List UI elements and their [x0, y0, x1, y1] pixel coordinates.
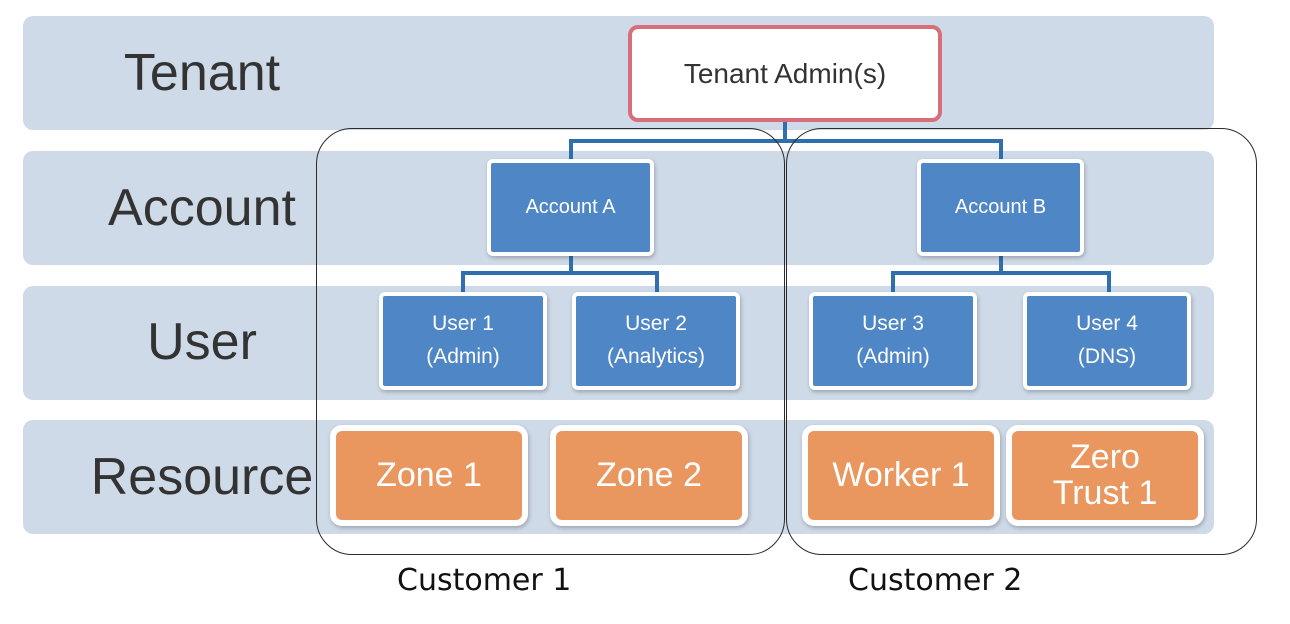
user-1-node: User 1 (Admin)	[379, 292, 547, 390]
layer-label-account: Account	[108, 179, 296, 237]
account-b-node: Account B	[917, 159, 1084, 256]
resource-zone-2-label: Zone 2	[596, 455, 702, 494]
user-4-name: User 4	[1076, 312, 1138, 336]
account-a-label: Account A	[525, 196, 616, 218]
user-2-role: (Analytics)	[606, 345, 706, 368]
layer-label-tenant: Tenant	[123, 44, 281, 102]
user-2-node: User 2 (Analytics)	[572, 292, 740, 390]
customer-1-group	[316, 128, 785, 555]
layer-label-user: User	[147, 313, 257, 371]
user-3-node: User 3 (Admin)	[809, 292, 977, 390]
user-4-node: User 4 (DNS)	[1023, 292, 1191, 390]
user-3-role: (Admin)	[856, 345, 930, 368]
user-3-name: User 3	[862, 312, 924, 336]
tenant-admin-label: Tenant Admin(s)	[683, 57, 887, 89]
user-4-role: (DNS)	[1077, 345, 1137, 368]
layer-label-resource: Resource	[90, 448, 314, 506]
resource-zero-trust-1-node: Zero Trust 1	[1006, 425, 1204, 526]
customer-2-label: Customer 2	[848, 563, 1023, 598]
user-1-name: User 1	[432, 312, 494, 336]
layer-band-tenant	[23, 16, 1214, 130]
resource-zone-1-label: Zone 1	[376, 455, 482, 494]
account-b-label: Account B	[954, 196, 1047, 218]
customer-2-group	[786, 128, 1257, 555]
resource-zone-2-node: Zone 2	[550, 425, 748, 526]
customer-1-label: Customer 1	[397, 563, 572, 598]
resource-zone-1-node: Zone 1	[330, 425, 528, 526]
resource-worker-1-node: Worker 1	[802, 425, 1000, 526]
account-a-node: Account A	[487, 159, 654, 256]
resource-zero-trust-1-line2: Trust 1	[1052, 473, 1158, 512]
resource-zero-trust-1-line1: Zero	[1070, 437, 1140, 476]
resource-worker-1-label: Worker 1	[832, 455, 970, 494]
tenant-admin-node: Tenant Admin(s)	[628, 25, 942, 122]
user-1-role: (Admin)	[426, 345, 500, 368]
user-2-name: User 2	[625, 312, 687, 336]
